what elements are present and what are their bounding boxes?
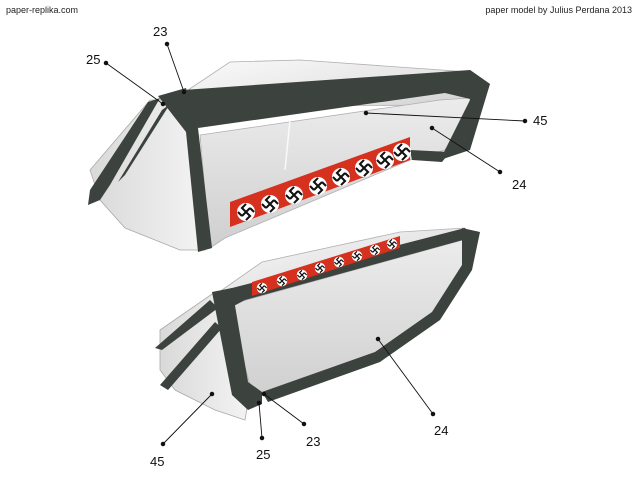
- callout-bottom-24: 24: [434, 423, 448, 438]
- marking-icon: [276, 275, 288, 287]
- bottom-front-arch: [212, 288, 262, 410]
- top-upper-rail: [183, 70, 490, 128]
- bottom-upper-rail: [218, 228, 470, 308]
- callout-labels: 23 25 45 24 24 45 25 23: [86, 24, 547, 469]
- callout-top-23: 23: [153, 24, 167, 39]
- marking-icon: [256, 282, 268, 294]
- bottom-windscreen-rail-lower: [160, 322, 222, 390]
- marking-icon: [386, 238, 398, 250]
- model-credit: paper model by Julius Perdana 2013: [485, 5, 632, 15]
- marking-icon: [259, 193, 281, 215]
- top-rear-frame: [440, 70, 490, 160]
- bottom-canopy: [155, 227, 480, 421]
- bottom-rear-frame: [262, 228, 480, 402]
- marking-icon: [374, 149, 396, 171]
- marking-icon: [333, 256, 345, 268]
- marking-icon: [235, 201, 257, 223]
- leader-lines: [103, 41, 528, 447]
- top-windscreen-rail-inner: [118, 104, 170, 182]
- callout-top-24: 24: [512, 177, 526, 192]
- marking-icon: [307, 175, 329, 197]
- bottom-red-band: [252, 236, 400, 296]
- marking-icon: [296, 269, 308, 281]
- marking-icon: [314, 262, 326, 274]
- site-url: paper-replika.com: [6, 5, 79, 15]
- callout-bottom-23: 23: [306, 434, 320, 449]
- marking-icon: [391, 141, 413, 163]
- bottom-windscreen-rail-upper: [155, 300, 218, 350]
- top-canopy: [88, 59, 490, 252]
- callout-bottom-45: 45: [150, 454, 164, 469]
- top-windscreen-rail: [88, 98, 160, 205]
- marking-icon: [369, 244, 381, 256]
- marking-icon: [353, 157, 375, 179]
- marking-icon: [330, 166, 352, 188]
- marking-icon: [283, 184, 305, 206]
- callout-top-25: 25: [86, 52, 100, 67]
- callout-top-45: 45: [533, 113, 547, 128]
- marking-icon: [351, 250, 363, 262]
- top-front-arch: [158, 88, 212, 252]
- top-lower-rail: [410, 150, 450, 162]
- callout-bottom-25: 25: [256, 447, 270, 462]
